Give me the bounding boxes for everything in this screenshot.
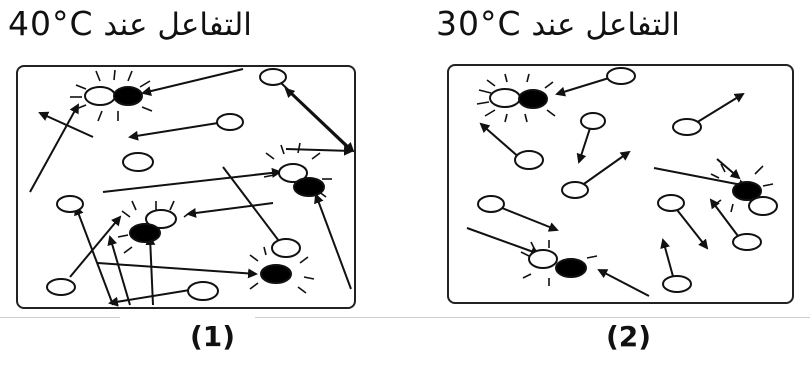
molecule-diagram-40c <box>29 68 354 307</box>
reaction-box-40c <box>16 65 356 309</box>
reaction-at-label: التفاعل عند <box>531 7 680 43</box>
figure-caption-1: (1) <box>190 320 236 353</box>
divider <box>255 317 810 318</box>
reaction-title-40c: 40°C التفاعل عند <box>8 4 252 45</box>
divider <box>0 317 120 318</box>
motion-arrows <box>29 68 354 307</box>
unreacted-molecules <box>46 68 308 301</box>
collision-rays <box>476 73 774 286</box>
reaction-at-label: التفاعل عند <box>103 7 252 43</box>
reaction-title-30c: 30°C التفاعل عند <box>436 4 680 45</box>
reacted-molecules <box>518 89 762 278</box>
temperature-label: 30°C <box>436 4 522 43</box>
reacted-molecules <box>113 86 325 284</box>
temperature-label: 40°C <box>8 4 94 43</box>
molecule-diagram-30c <box>466 67 778 297</box>
reaction-box-30c <box>447 64 794 304</box>
motion-arrows <box>466 77 749 297</box>
figure-caption-2: (2) <box>606 320 652 353</box>
unreacted-molecules <box>477 67 778 293</box>
collision-rays <box>70 69 332 294</box>
